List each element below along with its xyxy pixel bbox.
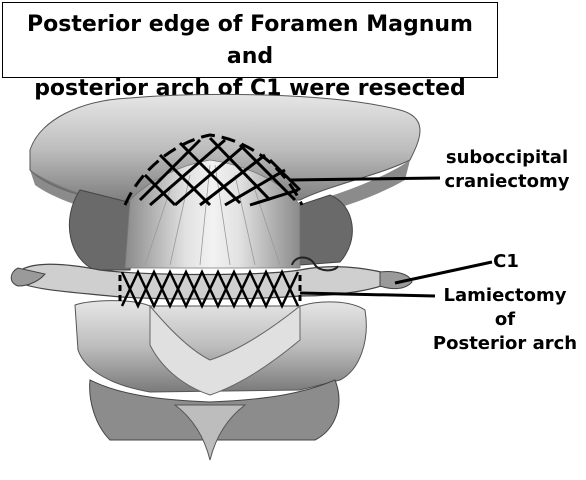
right-lateral-mass: [299, 194, 353, 266]
craniectomy-hatch: [123, 133, 304, 207]
c1-leader-line: [394, 260, 493, 285]
suboccipital-craniectomy-label: suboccipital craniectomy: [440, 146, 574, 194]
c2-spinous-process: [149, 304, 301, 396]
lamiectomy-label: Lamiectomy of Posterior arch: [430, 284, 580, 356]
c1-label: C1: [493, 251, 519, 272]
c1-right-transverse-process: [379, 271, 413, 290]
lamiectomy-label-line-1: Lamiectomy: [443, 285, 567, 306]
figure-title: Posterior edge of Foramen Magnum and pos…: [2, 2, 498, 101]
lamiectomy-leader-line: [299, 291, 436, 298]
title-line-1: Posterior edge of Foramen Magnum and: [27, 12, 473, 69]
c3-spinous-process: [173, 404, 247, 461]
lamiectomy-label-line-3: Posterior arch: [432, 333, 578, 354]
left-lateral-mass: [68, 189, 141, 271]
vertebral-artery-loop: [291, 256, 339, 272]
suboccipital-label-line-2: craniectomy: [444, 171, 570, 192]
laminectomy-zigzag: [118, 269, 302, 309]
suboccipital-leader-line: [289, 176, 441, 182]
c1-left-transverse-process: [10, 267, 46, 287]
lamiectomy-label-line-2: of: [494, 309, 516, 330]
suboccipital-label-line-1: suboccipital: [445, 147, 569, 168]
